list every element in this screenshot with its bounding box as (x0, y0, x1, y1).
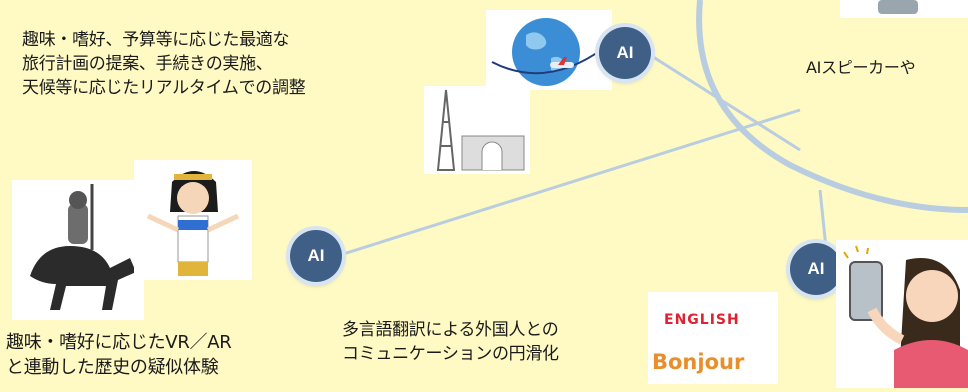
knight-illustration (12, 180, 144, 320)
ai-badge-smartphone: AI (790, 243, 842, 295)
travel-caption-line-1: 趣味・嗜好、予算等に応じた最適な (22, 30, 290, 50)
connector-translate (339, 108, 801, 257)
vr-caption-line-2: と連動した歴史の疑似体験 (6, 357, 219, 378)
vr-ar-caption: 趣味・嗜好に応じたVR／AR と連動した歴史の疑似体験 (6, 330, 232, 380)
ai-speaker-caption: AIスピーカーや (806, 58, 916, 77)
smartphone-icon (849, 261, 883, 321)
globe-icon (491, 18, 605, 86)
ai-badge-translate: AI (290, 230, 342, 282)
person-smartphone-illustration (836, 240, 968, 388)
travel-caption-line-3: 天候等に応じたリアルタイムでの調整 (22, 78, 306, 98)
english-word: ENGLISH (664, 312, 740, 328)
language-words-illustration: ENGLISH Bonjour (648, 292, 778, 384)
travel-caption-line-2: 旅行計画の提案、手続きの実施、 (22, 54, 273, 74)
translation-caption-line-2: コミュニケーションの円滑化 (342, 344, 559, 364)
pharaoh-icon (146, 171, 240, 276)
vr-caption-line-1: 趣味・嗜好に応じたVR／AR (6, 332, 232, 353)
bonjour-word: Bonjour (652, 350, 745, 374)
translation-caption: 多言語翻訳による外国人との コミュニケーションの円滑化 (342, 318, 559, 366)
translation-caption-line-1: 多言語翻訳による外国人との (342, 320, 559, 340)
airplane-icon (550, 57, 574, 68)
pharaoh-illustration (134, 160, 252, 280)
hub-arc (696, 0, 968, 213)
person-with-phone-icon (843, 245, 968, 388)
knight-horse-icon (30, 184, 136, 310)
eiffel-tower-icon (436, 89, 525, 171)
ai-speaker-illustration (840, 0, 968, 18)
connector-travel (649, 53, 801, 152)
ai-badge-travel: AI (599, 27, 651, 79)
globe-airplane-illustration (486, 10, 612, 90)
travel-caption: 趣味・嗜好、予算等に応じた最適な 旅行計画の提案、手続きの実施、 天候等に応じた… (22, 28, 306, 100)
eiffel-tower-illustration (424, 86, 530, 174)
connector-smartphone (818, 189, 828, 249)
